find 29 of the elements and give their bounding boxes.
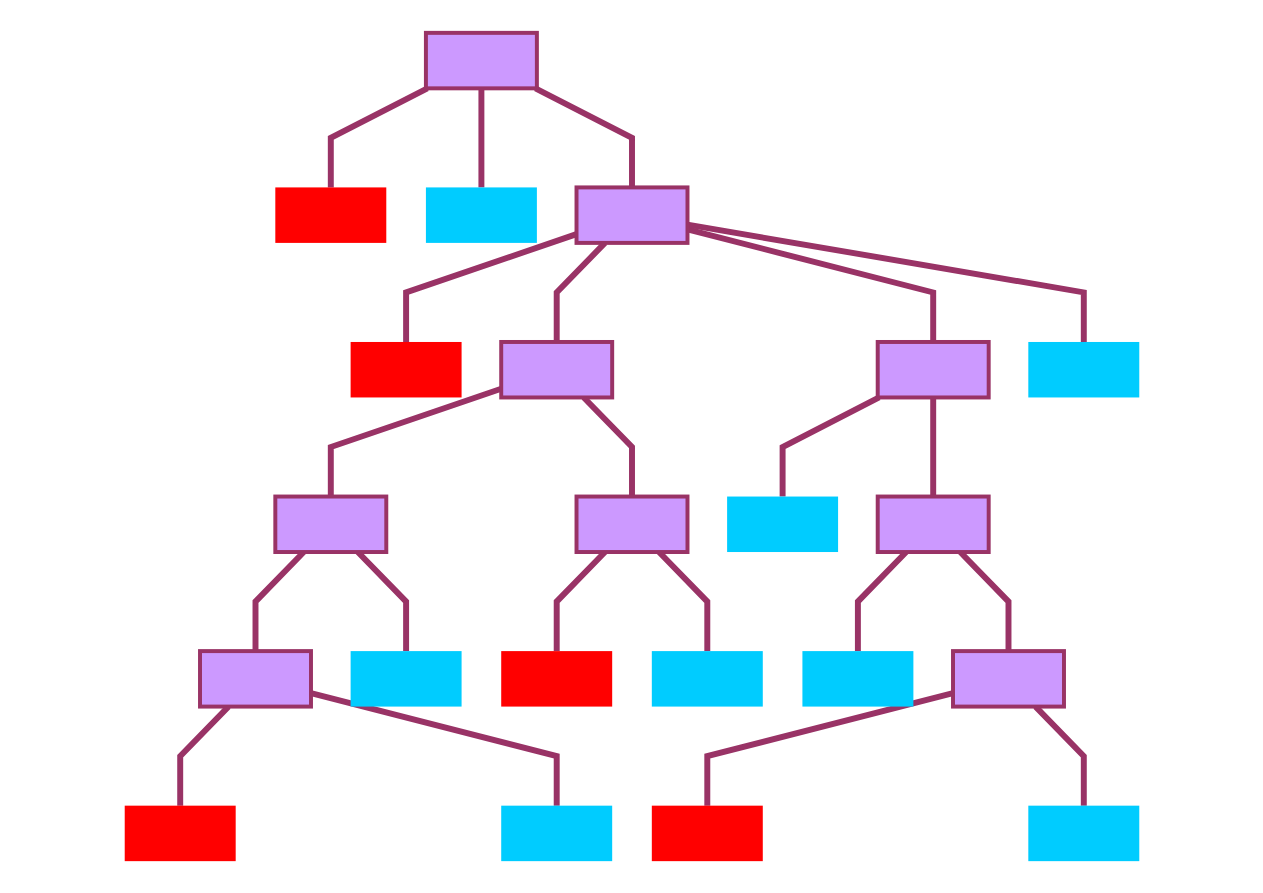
node-box [124,805,236,861]
connector [533,85,635,187]
node-box [875,494,991,554]
node-box [801,650,913,707]
node-box [950,648,1066,709]
connector [929,396,936,497]
node-box [574,184,689,245]
node-box [574,494,689,554]
node-box [350,650,462,707]
node-box [423,30,539,90]
node-box [498,339,614,399]
node-box [500,805,612,861]
node-box [1027,341,1139,397]
connector [327,85,429,187]
connector [477,87,484,187]
node-box [651,650,763,707]
connector [779,394,880,497]
node-box [500,650,612,707]
node-box [1027,805,1139,861]
node-box [425,186,537,243]
node-box [726,496,838,552]
node-box [350,341,462,397]
connector [703,689,954,806]
node-box [272,494,388,554]
connector [327,385,502,497]
node-box [274,186,386,243]
node-box [651,805,763,861]
node-box [197,648,313,709]
node-box [875,339,991,399]
